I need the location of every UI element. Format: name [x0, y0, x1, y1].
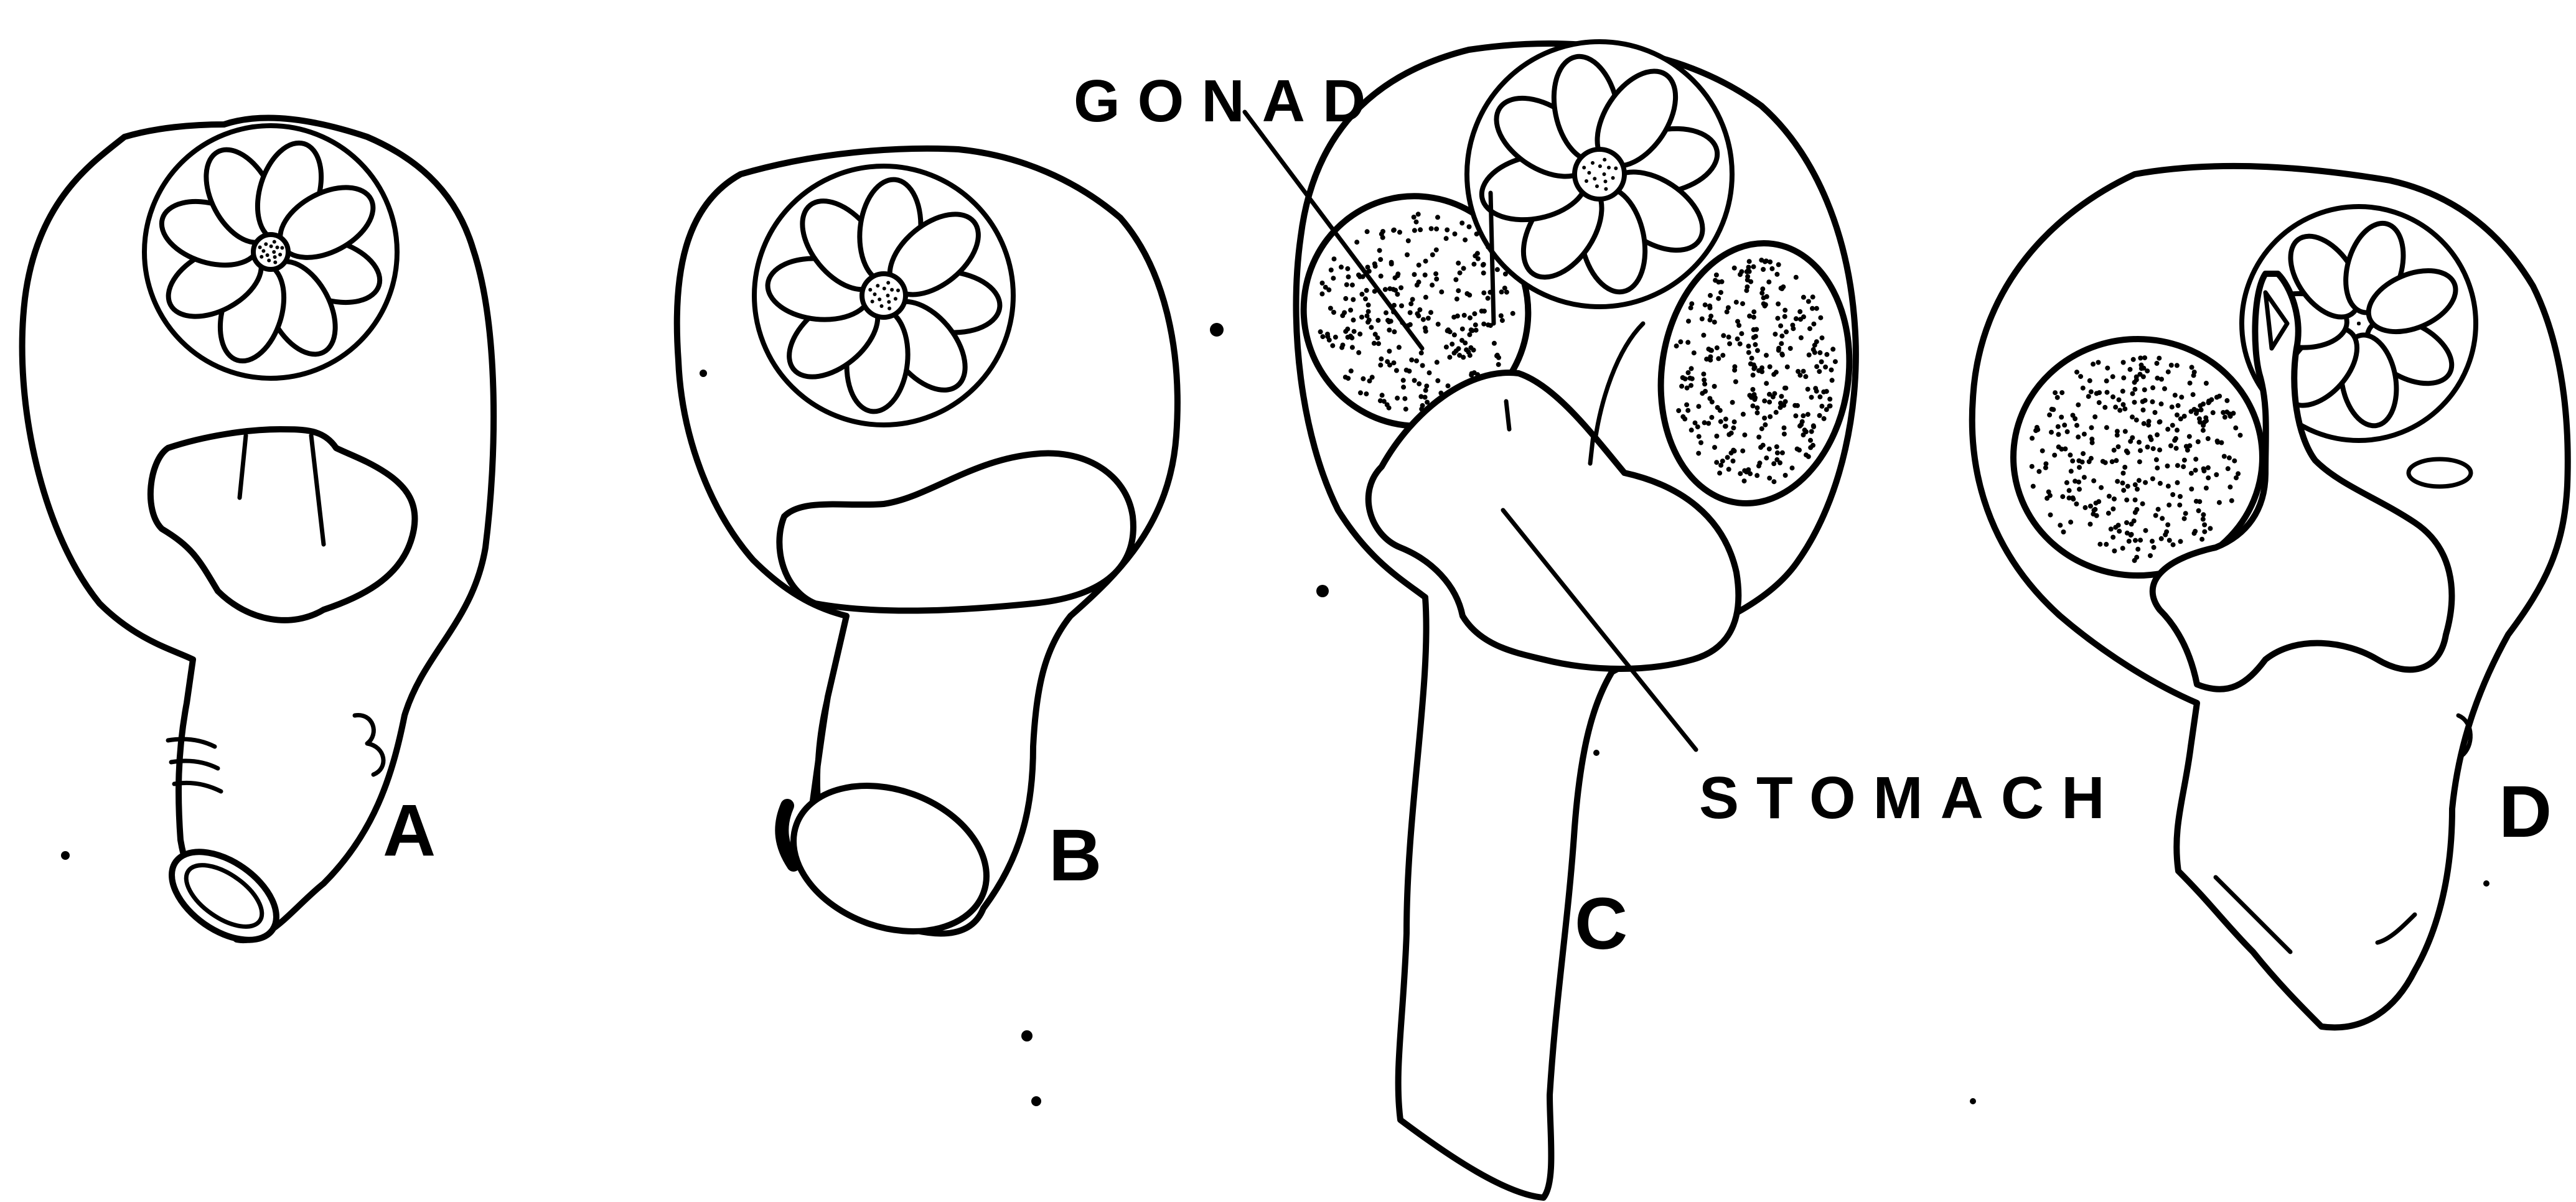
- specimen-d: D: [1972, 166, 2568, 1028]
- specimen-c: GONAD STOMACH C: [1074, 42, 2122, 1198]
- specimen-a-rosette: [144, 126, 397, 378]
- panel-label-a: A: [383, 790, 436, 872]
- specimen-a: A: [22, 118, 494, 958]
- stomach-callout: STOMACH: [1699, 765, 2122, 831]
- panel-label-b: B: [1049, 814, 1102, 897]
- specimen-b: B: [677, 149, 1178, 957]
- specimen-c-rosette: [1467, 42, 1732, 307]
- specimen-b-rosette: [754, 166, 1013, 425]
- panel-label-c: C: [1575, 883, 1628, 965]
- panel-label-d: D: [2499, 771, 2552, 853]
- gonad-callout: GONAD: [1074, 68, 1383, 134]
